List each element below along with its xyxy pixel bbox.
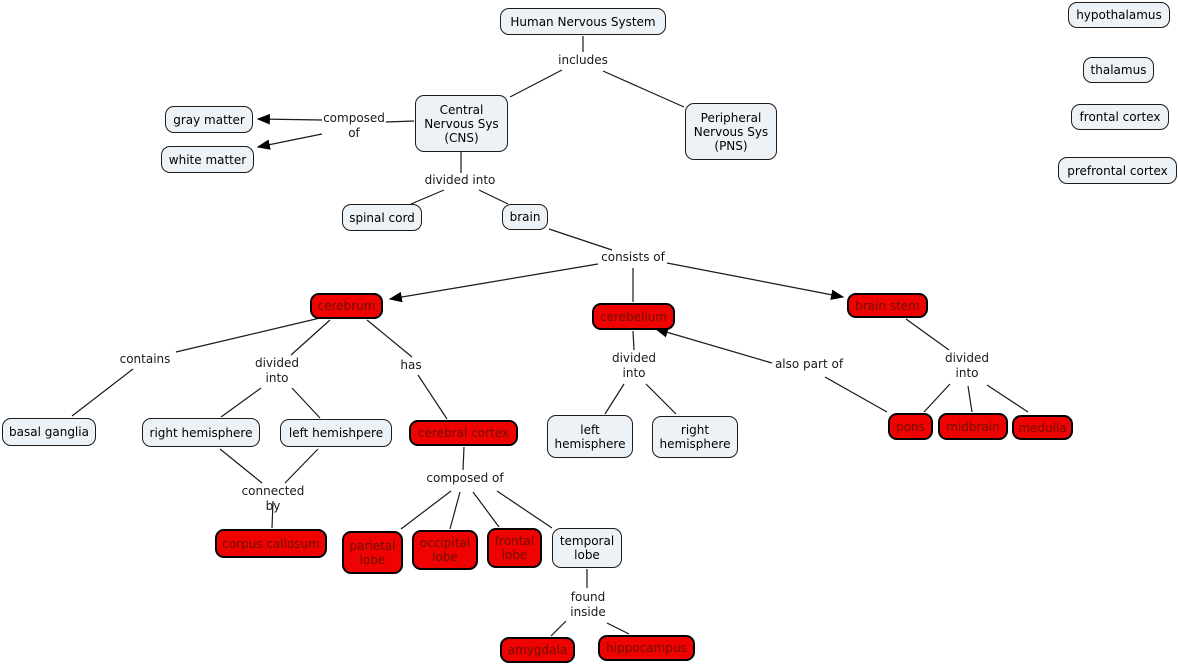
edge-dividedinto-pons — [923, 383, 951, 413]
link-label-connected-by[interactable]: connected by — [241, 484, 305, 513]
edge-includes-pns — [602, 70, 685, 108]
node-peripheral-nervous-sys[interactable]: Peripheral Nervous Sys (PNS) — [685, 103, 777, 160]
edge-dividedinto-cbrighthemisphere — [645, 383, 677, 415]
link-label-composed-of-cortex[interactable]: composed of — [426, 471, 504, 485]
edge-connectedby-corpuscallosum — [271, 500, 274, 529]
edge-lefthemishpere-connectedby — [284, 448, 319, 484]
link-label-divided-into-brainstem[interactable]: divided into — [944, 351, 989, 380]
node-gray-matter[interactable]: gray matter — [165, 106, 253, 133]
edge-dividedinto-medulla — [986, 384, 1029, 413]
edge-dividedinto-midbrain — [967, 385, 973, 413]
link-label-includes[interactable]: includes — [558, 53, 608, 67]
edge-cerebellum-dividedinto — [632, 330, 635, 351]
node-central-nervous-sys[interactable]: Central Nervous Sys (CNS) — [415, 95, 508, 152]
edge-composedof-frontallobe — [472, 491, 500, 528]
node-cerebral-cortex[interactable]: cerebral cortex — [409, 420, 518, 446]
node-white-matter[interactable]: white matter — [161, 146, 254, 173]
edge-righthemisphere-connectedby — [219, 448, 263, 484]
node-spinal-cord[interactable]: spinal cord — [342, 204, 422, 231]
edge-composedof-temporallobe — [496, 490, 553, 529]
edge-dividedinto-lefthemishpere — [291, 387, 321, 419]
link-label-divided-into-cns[interactable]: divided into — [424, 173, 496, 187]
node-hypothalamus[interactable]: hypothalamus — [1068, 2, 1170, 28]
edge-dividedinto-brain — [478, 189, 509, 205]
node-occipital-lobe[interactable]: occipital lobe — [412, 530, 478, 570]
node-frontal-lobe[interactable]: frontal lobe — [487, 528, 542, 568]
node-thalamus[interactable]: thalamus — [1083, 57, 1154, 83]
link-label-contains[interactable]: contains — [119, 352, 171, 366]
node-brain[interactable]: brain — [502, 204, 548, 230]
node-frontal-cortex[interactable]: frontal cortex — [1071, 104, 1169, 130]
edge-brain-consistsof — [548, 228, 613, 251]
edge-dividedinto-righthemisphere — [220, 387, 262, 418]
link-label-has[interactable]: has — [400, 358, 422, 372]
edge-composedof-whitematter — [256, 133, 323, 150]
link-label-found-inside[interactable]: found inside — [570, 590, 606, 619]
edge-dividedinto-cblefthemisphere — [604, 383, 625, 415]
edge-cerebrum-contains — [175, 317, 321, 353]
node-medulla[interactable]: medulla — [1012, 415, 1073, 440]
edge-foundinside-hippocampus — [606, 622, 630, 635]
edge-composedof-occipitallobe — [449, 491, 461, 530]
node-left-hemishpere[interactable]: left hemishpere — [280, 419, 392, 447]
node-hippocampus[interactable]: hippocampus — [598, 635, 695, 661]
link-label-composed-of-cns[interactable]: composed of — [323, 111, 385, 140]
edge-cerebralcortex-composedof — [462, 446, 465, 471]
node-prefrontal-cortex[interactable]: prefrontal cortex — [1058, 157, 1177, 184]
node-human-nervous-system[interactable]: Human Nervous System — [500, 8, 666, 35]
edge-brainstem-dividedinto — [905, 318, 950, 351]
link-label-divided-into-cerebellum[interactable]: divided into — [611, 351, 656, 380]
link-label-divided-into-cerebrum[interactable]: divided into — [254, 356, 299, 385]
link-label-also-part-of[interactable]: also part of — [774, 357, 844, 371]
node-right-hemisphere[interactable]: right hemisphere — [142, 418, 260, 447]
edge-cerebrum-dividedinto — [290, 319, 331, 356]
edge-cns-composedof — [385, 120, 415, 123]
edge-composedof-graymatter — [256, 113, 323, 125]
link-label-consists-of[interactable]: consists of — [601, 250, 665, 264]
edge-consistsof-brainstem — [666, 262, 845, 300]
node-cerebrum[interactable]: cerebrum — [310, 293, 383, 319]
edge-includes-cns — [509, 69, 563, 98]
edge-dividedinto-spinalcord — [410, 189, 445, 205]
node-brain-stem[interactable]: brain stem — [847, 293, 928, 318]
node-pons[interactable]: pons — [888, 413, 933, 440]
edge-pons-alsopartof — [824, 376, 888, 413]
node-cerebellum-right-hemisphere[interactable]: right hemisphere — [652, 416, 738, 458]
edge-contains-basalganglia — [71, 368, 134, 417]
node-midbrain[interactable]: midbrain — [938, 413, 1008, 440]
node-basal-ganglia[interactable]: basal ganglia — [2, 418, 96, 446]
node-temporal-lobe[interactable]: temporal lobe — [552, 528, 622, 568]
edge-alsopartof-cerebellum — [654, 327, 773, 364]
edge-has-cerebralcortex — [417, 374, 448, 420]
node-cerebellum-left-hemisphere[interactable]: left hemisphere — [547, 415, 633, 458]
edge-cerebrum-has — [366, 319, 413, 358]
node-corpus-callosum[interactable]: corpus callosum — [215, 529, 327, 558]
node-parietal-lobe[interactable]: parietal lobe — [342, 531, 403, 574]
edge-consistsof-cerebrum — [388, 263, 599, 303]
node-amygdala[interactable]: amygdala — [500, 637, 575, 663]
edge-composedof-parietallobe — [400, 490, 452, 530]
node-cerebellum[interactable]: cerebellum — [592, 303, 675, 330]
edge-foundinside-amygdala — [550, 620, 567, 637]
